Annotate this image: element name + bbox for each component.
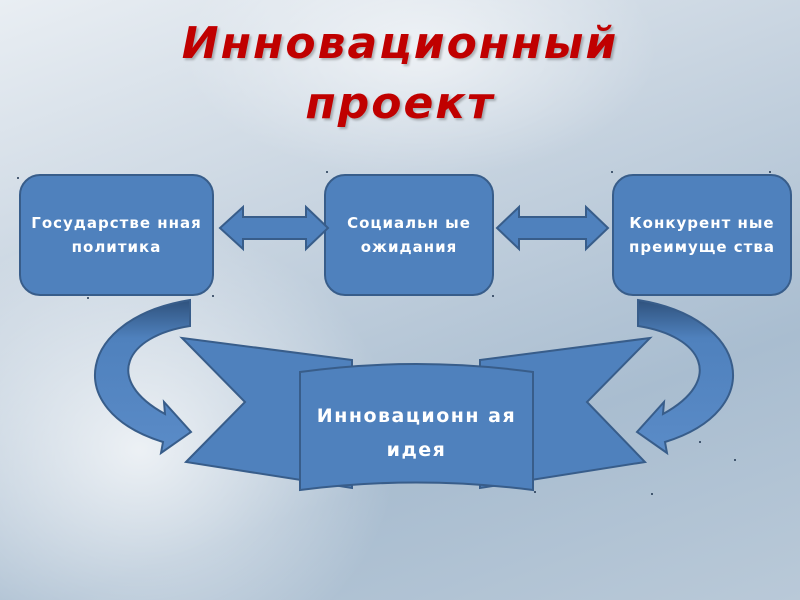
curved-arrow-left [94, 298, 193, 456]
title-line-2: проект [305, 78, 495, 129]
government-policy-box [19, 174, 214, 296]
innovation-idea-label: Инновационн ая идея [316, 404, 517, 461]
social-expectations-label: Социальн ые ожидания [347, 214, 471, 256]
competitive-advantages-box [612, 174, 792, 296]
social-expectations-box [324, 174, 494, 296]
title-line-1: Инновационный [181, 18, 619, 69]
competitive-advantages-label: Конкурент ные преимуще ства [628, 214, 775, 256]
double-arrow-right [495, 204, 610, 252]
ribbon-center [299, 363, 534, 492]
government-policy-label: Государстве нная политика [31, 214, 202, 256]
decorative-dots [17, 171, 771, 495]
curved-arrow-right [635, 298, 734, 456]
slide-title: Инновационный проект [100, 14, 700, 134]
double-arrow-left [218, 204, 330, 252]
